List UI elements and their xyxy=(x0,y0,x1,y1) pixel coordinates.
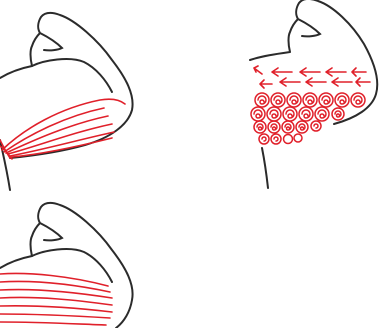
arm-outline xyxy=(0,203,133,328)
muscle-fibers xyxy=(0,99,125,159)
arm-upper-contour xyxy=(32,59,112,92)
arm-upper-contour xyxy=(32,249,112,282)
arm-top-right xyxy=(250,0,377,188)
muscle-arrows xyxy=(254,66,370,88)
muscle-fibers xyxy=(0,274,112,326)
arm-top-left xyxy=(0,13,133,190)
arm-bottom-left xyxy=(0,203,133,328)
arm-outline xyxy=(0,13,133,190)
